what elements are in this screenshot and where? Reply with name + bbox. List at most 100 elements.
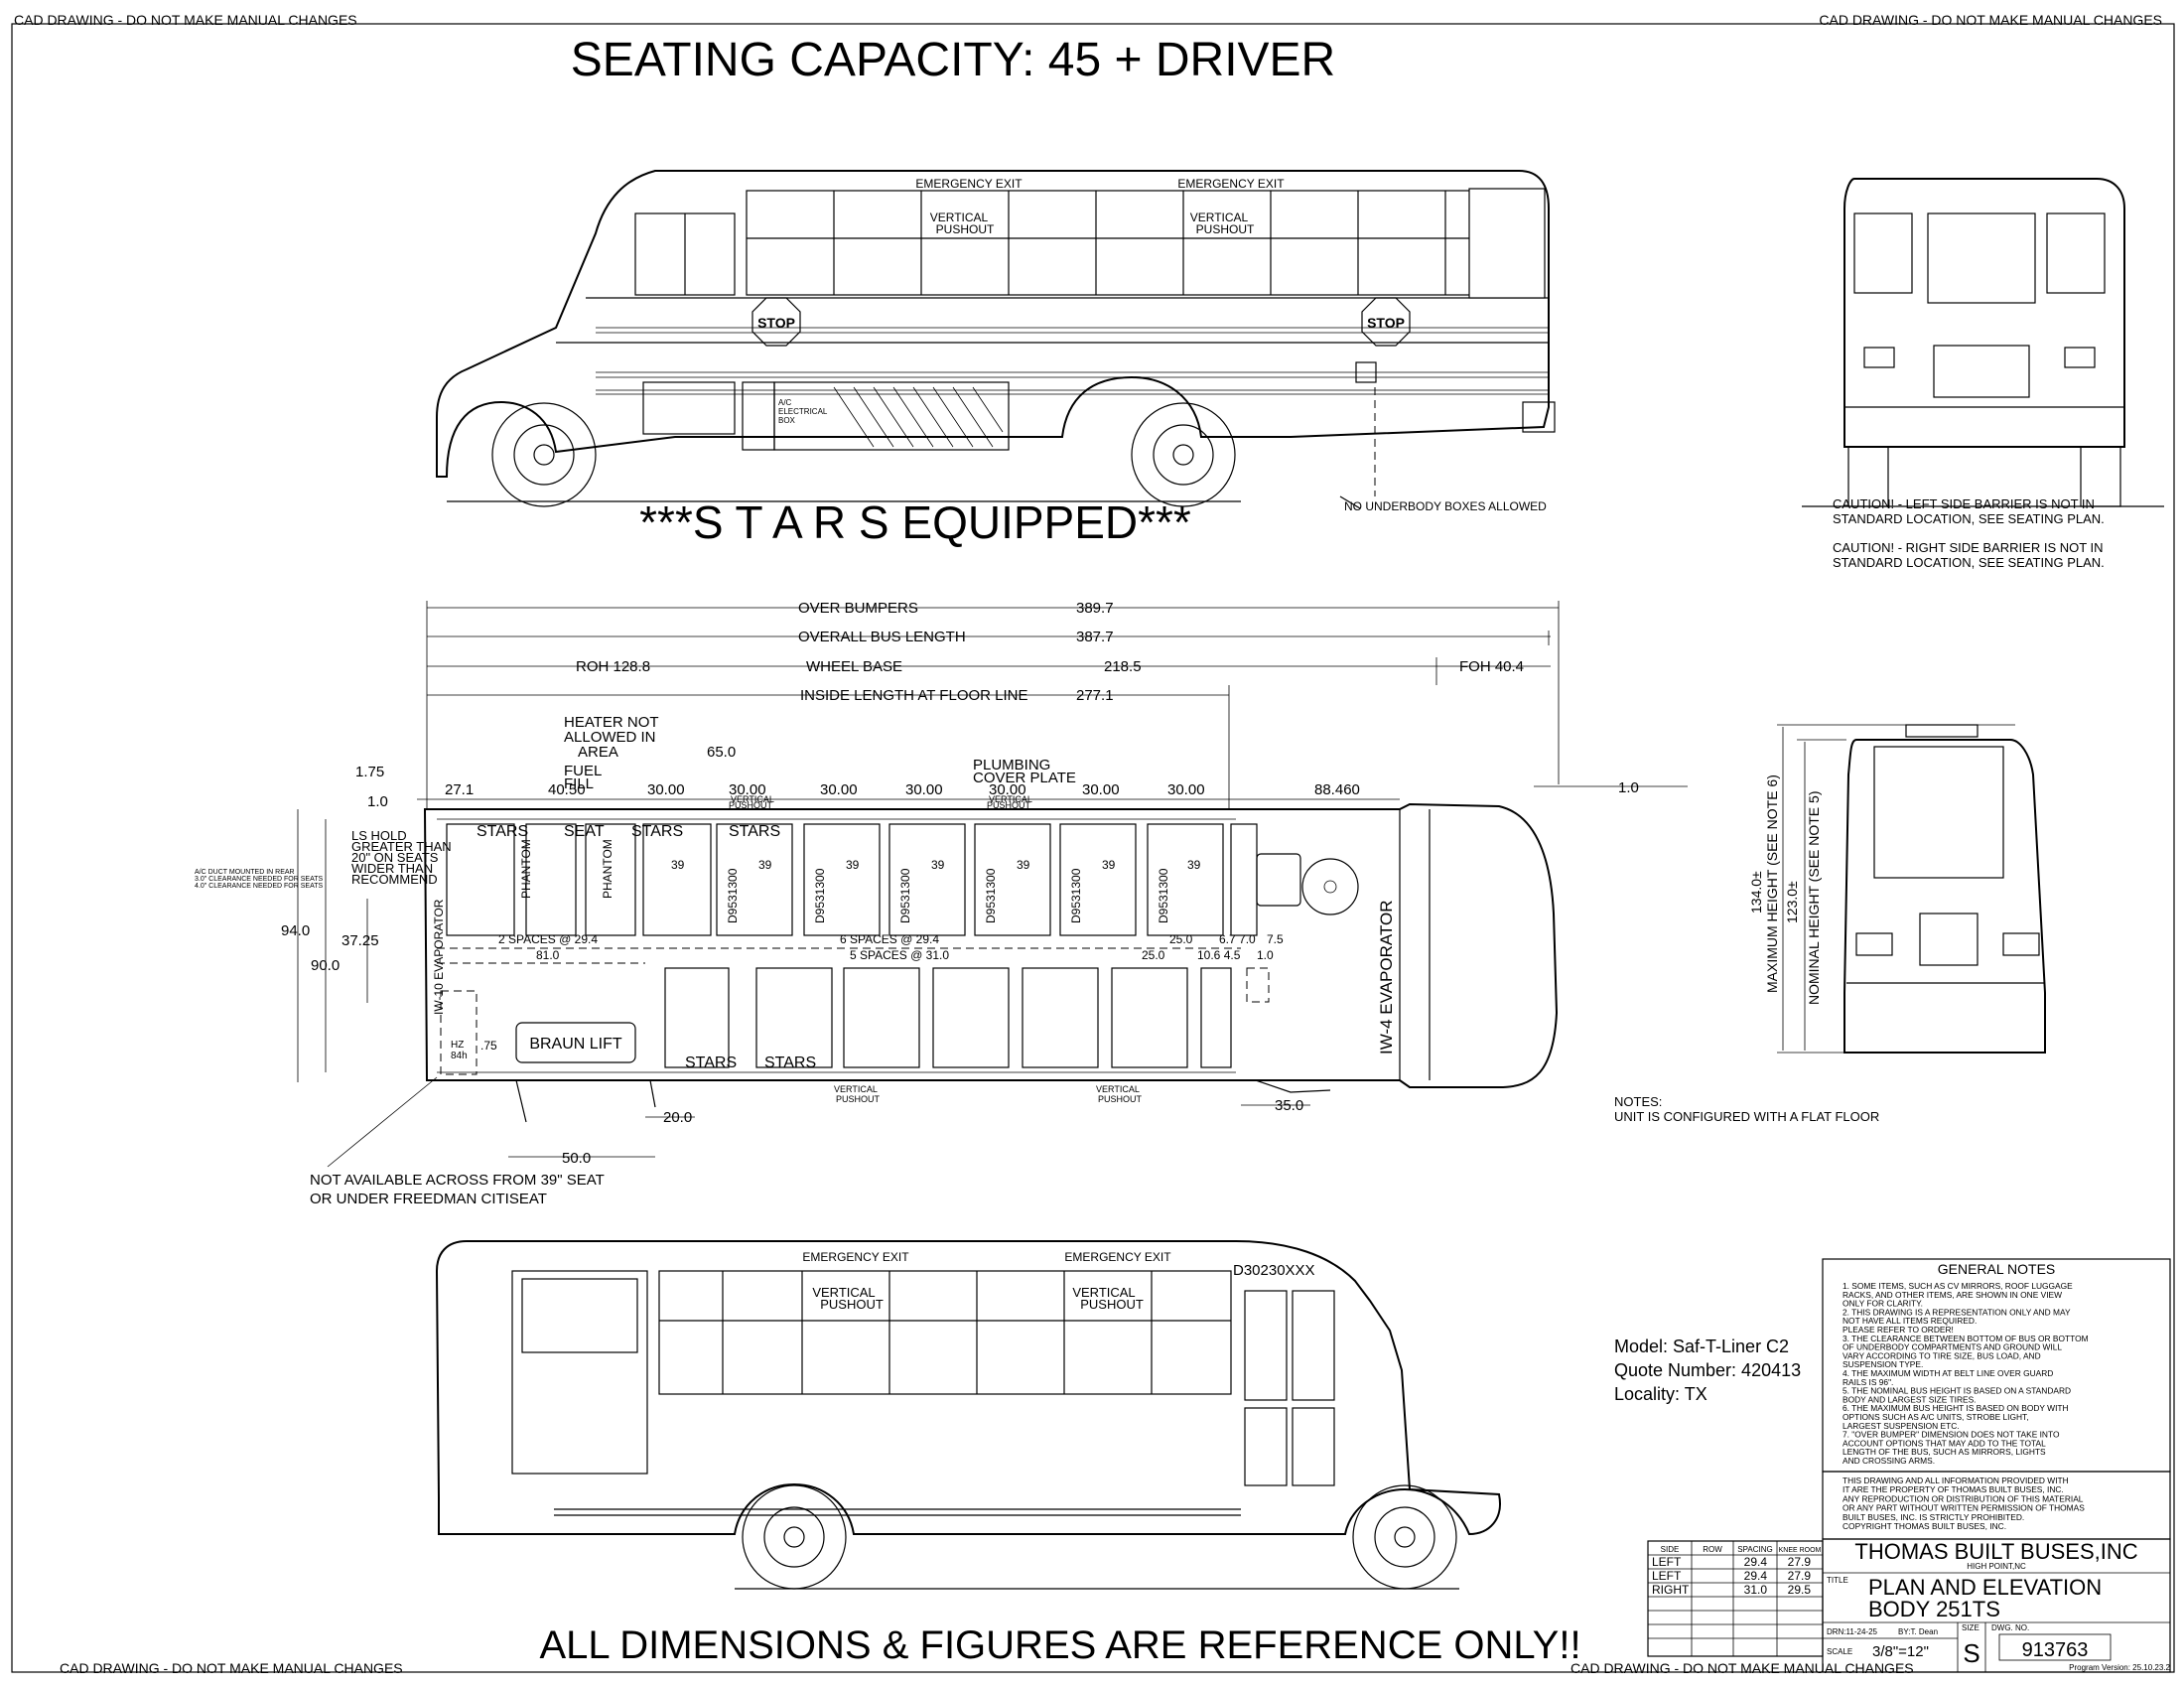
banner-top-left: CAD DRAWING - DO NOT MAKE MANUAL CHANGES — [14, 12, 357, 28]
general-notes-box: GENERAL NOTES 1. SOME ITEMS, SUCH AS CV … — [1822, 1258, 2171, 1540]
dim-075: .75 — [480, 1039, 497, 1053]
seat-code-5: D9531300 — [1069, 868, 1083, 923]
stars-seat-5: STARS — [764, 1055, 816, 1071]
stop-arm-2: STOP — [1361, 297, 1411, 347]
caution-left-1: CAUTION! - LEFT SIDE BARRIER IS NOT IN — [1833, 496, 2095, 511]
fuel-fill-2: FILL — [564, 775, 594, 792]
scale-value: 3/8"=12" — [1872, 1643, 1929, 1660]
ac-duct-3: 4.0" CLEARANCE NEEDED FOR SEATS — [195, 883, 323, 890]
left-emergency-exit-1: EMERGENCY EXIT — [802, 1250, 909, 1264]
plumbing-line-1: PLUMBING — [973, 757, 1050, 774]
stars-seat-1: STARS — [477, 823, 528, 840]
dim-175: 1.75 — [355, 764, 384, 780]
program-version: Program Version: 25.10.23.2 — [2069, 1663, 2170, 1672]
dim-1064: 10.6 4.5 — [1197, 948, 1241, 962]
title-block: THOMAS BUILT BUSES,INC HIGH POINT,NC TIT… — [1822, 1538, 2171, 1673]
seat-width-7: 39 — [1187, 858, 1201, 872]
dim-35: 35.0 — [1275, 1097, 1303, 1114]
tr2-side: LEFT — [1652, 1569, 1682, 1583]
dwg-label: DWG. NO. — [1991, 1623, 2029, 1632]
dim-20: 20.0 — [663, 1109, 692, 1126]
roh-dimension: ROH 128.8 — [576, 658, 650, 675]
banner-bottom-left: CAD DRAWING - DO NOT MAKE MANUAL CHANGES — [60, 1660, 403, 1676]
lines-line-5: NOT HAVE ALL ITEMS REQUIRED. — [1843, 1316, 1977, 1326]
front-view: MAXIMUM HEIGHT (SEE NOTE 6) 134.0± NOMIN… — [1748, 724, 2046, 1054]
copyright-line-4: OR ANY PART WITHOUT WRITTEN PERMISSION O… — [1843, 1503, 2085, 1513]
stars-seat-4: STARS — [685, 1055, 737, 1071]
notes-flat-floor: UNIT IS CONFIGURED WITH A FLAT FLOOR — [1614, 1109, 1879, 1124]
dim-30-a: 30.00 — [647, 781, 685, 798]
plan-pushout-1: PUSHOUT — [729, 800, 773, 810]
stop-sign-label-1: STOP — [757, 315, 795, 331]
dim-50: 50.0 — [562, 1150, 591, 1167]
hz-label: HZ — [451, 1040, 464, 1051]
dim-30-c: 30.00 — [820, 781, 858, 798]
rear-view: CAUTION! - LEFT SIDE BARRIER IS NOT IN S… — [1802, 178, 2164, 570]
heater-line-3: AREA — [578, 744, 618, 761]
dim-88460: 88.460 — [1314, 781, 1360, 798]
seat-width-3: 39 — [846, 858, 860, 872]
spacing-table: SIDE ROW SPACING KNEE ROOM LEFT 29.4 27.… — [1647, 1540, 1824, 1657]
reference-only-footer: ALL DIMENSIONS & FIGURES ARE REFERENCE O… — [539, 1623, 1580, 1667]
plan-vertical-3: VERTICAL — [834, 1084, 878, 1094]
side-windows — [746, 190, 1526, 296]
banner-bottom-right: CAD DRAWING - DO NOT MAKE MANUAL CHANGES — [1570, 1660, 1914, 1676]
dim-30-b: 30.00 — [729, 781, 766, 798]
pushout-label-2: PUSHOUT — [1196, 222, 1255, 236]
ac-duct-2: 3.0" CLEARANCE NEEDED FOR SEATS — [195, 876, 323, 883]
page-title: SEATING CAPACITY: 45 + DRIVER — [571, 34, 1335, 86]
wheel-base-label: WHEEL BASE — [806, 658, 902, 675]
lines-line-7: 3. THE CLEARANCE BETWEEN BOTTOM OF BUS O… — [1843, 1334, 2089, 1343]
seat-code-6: D9531300 — [1157, 868, 1170, 923]
title-line-1: PLAN AND ELEVATION — [1868, 1575, 2102, 1600]
front-wheel-right — [491, 402, 597, 507]
wheel-base-value: 218.5 — [1104, 658, 1142, 675]
nominal-height-value: 123.0± — [1784, 881, 1800, 923]
lines-line-18: 7. "OVER BUMPER" DIMENSION DOES NOT TAKE… — [1843, 1430, 2060, 1440]
copyright-line-5: BUILT BUSES, INC. IS STRICTLY PROHIBITED… — [1843, 1512, 2024, 1522]
title-label: TITLE — [1827, 1576, 1848, 1585]
caution-right-1: CAUTION! - RIGHT SIDE BARRIER IS NOT IN — [1833, 540, 2104, 555]
foh-dimension: FOH 40.4 — [1459, 658, 1524, 675]
notes-title: NOTES: — [1614, 1094, 1662, 1109]
plan-vertical-1: VERTICAL — [731, 794, 774, 804]
tr2-knee: 27.9 — [1788, 1569, 1812, 1583]
banner-top-right: CAD DRAWING - DO NOT MAKE MANUAL CHANGES — [1819, 12, 2162, 28]
heater-line-2: ALLOWED IN — [564, 729, 656, 746]
right-seat-rows — [664, 967, 1232, 1068]
plumbing-line-2: COVER PLATE — [973, 770, 1076, 786]
lines-line-17: LARGEST SUSPENSION ETC. — [1843, 1421, 1960, 1431]
spaces-c: 5 SPACES @ 31.0 — [850, 948, 949, 962]
lines-line-4: 2. THIS DRAWING IS A REPRESENTATION ONLY… — [1843, 1307, 2071, 1317]
tr1-side: LEFT — [1652, 1555, 1682, 1569]
over-bumpers-label: OVER BUMPERS — [798, 600, 918, 617]
left-vertical-1: VERTICAL — [812, 1285, 875, 1300]
max-height-label: MAXIMUM HEIGHT (SEE NOTE 6) — [1764, 774, 1780, 993]
lines-line-9: VARY ACCORDING TO TIRE SIZE, BUS LOAD, A… — [1843, 1350, 2041, 1360]
ac-box-line-3: BOX — [778, 416, 796, 425]
seat-code-3: D9531300 — [898, 868, 912, 923]
locality: Locality: TX — [1614, 1384, 1707, 1404]
evaporator-label: IW-4 EVAPORATOR — [1377, 900, 1396, 1055]
dim-65: 65.0 — [707, 744, 736, 761]
general-notes-title: GENERAL NOTES — [1938, 1261, 2056, 1277]
caution-left-2: STANDARD LOCATION, SEE SEATING PLAN. — [1833, 511, 2105, 526]
lines-line-16: OPTIONS SUCH AS A/C UNITS, STROBE LIGHT, — [1843, 1412, 2029, 1422]
left-vertical-2: VERTICAL — [1072, 1285, 1135, 1300]
length-dimensions: OVER BUMPERS 389.7 OVERALL BUS LENGTH 38… — [426, 600, 1560, 809]
dim-94: 94.0 — [281, 922, 310, 939]
not-available-1: NOT AVAILABLE ACROSS FROM 39" SEAT — [310, 1172, 605, 1189]
heater-line-1: HEATER NOT — [564, 714, 659, 731]
dim-30-e: 30.00 — [989, 781, 1026, 798]
dim-30-d: 30.00 — [905, 781, 943, 798]
seat-width-6: 39 — [1102, 858, 1116, 872]
caution-right-2: STANDARD LOCATION, SEE SEATING PLAN. — [1833, 555, 2105, 570]
plan-pushout-3: PUSHOUT — [836, 1094, 881, 1104]
over-bumpers-value: 389.7 — [1076, 600, 1114, 617]
ls-hold-2: GREATER THAN — [351, 839, 452, 854]
drawing-number: 913763 — [2022, 1639, 2089, 1661]
lines-line-12: RAILS IS 96". — [1843, 1377, 1893, 1387]
overall-length-label: OVERALL BUS LENGTH — [798, 629, 966, 645]
left-side-windows — [658, 1270, 1232, 1395]
